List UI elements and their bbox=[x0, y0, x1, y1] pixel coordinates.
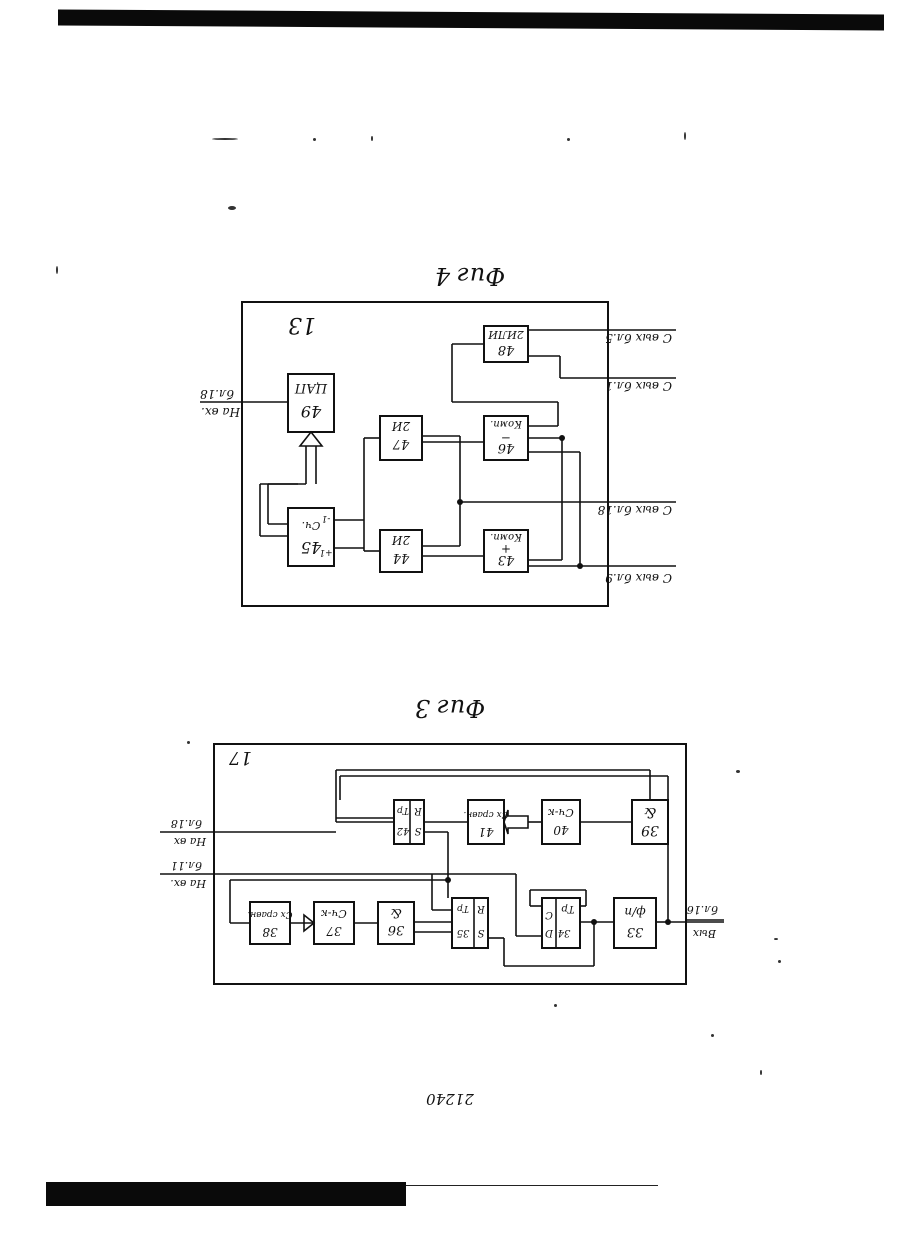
svg-text:48: 48 bbox=[498, 342, 516, 357]
svg-text:44: 44 bbox=[393, 550, 411, 565]
svg-text:−: − bbox=[501, 431, 511, 445]
block-44-and: 44 2И bbox=[380, 530, 422, 572]
svg-text:бл.16: бл.16 bbox=[687, 903, 718, 916]
svg-text:S: S bbox=[477, 927, 484, 938]
svg-text:38: 38 bbox=[262, 925, 278, 939]
block-45-counter: 45 Сч. +1 -1 bbox=[288, 508, 334, 566]
block-47-and: 47 2И bbox=[380, 416, 422, 460]
fig4-output-label: На вх. bbox=[201, 405, 241, 419]
svg-text:42: 42 bbox=[397, 825, 411, 836]
block-37: 37 Сч-к bbox=[314, 902, 354, 944]
svg-text:бл.18: бл.18 bbox=[171, 817, 202, 830]
svg-text:Сх сравн.: Сх сравн. bbox=[247, 909, 292, 919]
fig4-wires bbox=[200, 330, 676, 569]
svg-text:2И: 2И bbox=[391, 419, 411, 433]
fig4-input-b5-label: С вых бл.5 bbox=[605, 331, 672, 345]
svg-text:47: 47 bbox=[392, 436, 410, 451]
svg-text:40: 40 bbox=[553, 823, 570, 837]
fig4-input-b18-label: С вых бл.18 bbox=[597, 503, 672, 517]
block-39: 39 & bbox=[632, 800, 668, 844]
svg-text:D: D bbox=[545, 927, 554, 938]
fig4-frame-label: 13 bbox=[288, 312, 316, 337]
svg-text:Сч.: Сч. bbox=[302, 519, 321, 532]
block-41-comparator: 41 Сх сравн. bbox=[463, 800, 508, 844]
svg-text:2ИЛИ: 2ИЛИ bbox=[488, 328, 525, 341]
svg-text:Тр: Тр bbox=[561, 903, 575, 914]
figure-3: 17 39 & 40 Сч-к 41 Сх сравн. 42 S R Тр bbox=[160, 694, 724, 984]
block-46-comparator: 46 − Комп. bbox=[484, 416, 528, 460]
block-40: 40 Сч-к bbox=[542, 800, 580, 844]
svg-text:Комп.: Комп. bbox=[490, 531, 523, 542]
fig3-input-label: Вых bbox=[692, 927, 717, 940]
svg-text:бл.11: бл.11 bbox=[171, 859, 202, 872]
block-49-dac: 49 ЦАП bbox=[288, 374, 334, 432]
block-33-shaper: 33 ф/п bbox=[614, 898, 656, 948]
svg-text:33: 33 bbox=[627, 924, 644, 939]
block-38-comparator: 38 Сх сравн. bbox=[247, 902, 292, 944]
svg-text:С: С bbox=[545, 909, 553, 920]
block-35-trigger: 35 S R Тр bbox=[452, 898, 488, 948]
svg-text:Комп.: Комп. bbox=[490, 418, 523, 429]
svg-text:34: 34 bbox=[558, 927, 571, 938]
svg-text:Тр: Тр bbox=[457, 903, 469, 913]
page-number: 21240 bbox=[426, 1090, 475, 1108]
svg-text:R: R bbox=[477, 903, 486, 914]
svg-text:бл.18: бл.18 bbox=[200, 387, 234, 401]
fig3-caption: Фиг 3 bbox=[415, 694, 485, 722]
svg-text:+: + bbox=[501, 542, 511, 556]
svg-text:R: R bbox=[414, 805, 423, 816]
block-48-or: 48 2ИЛИ bbox=[484, 326, 528, 362]
figure-4: 13 49 ЦАП 48 2ИЛИ 47 2И 46 − Комп. 45 Сч… bbox=[200, 262, 676, 606]
svg-text:Сч-к: Сч-к bbox=[548, 806, 574, 819]
fig3-frame-label: 17 bbox=[229, 747, 252, 768]
svg-text:-1: -1 bbox=[322, 513, 331, 523]
block-43-comparator: 43 + Комп. bbox=[484, 530, 528, 572]
svg-text:ф/п: ф/п bbox=[624, 905, 645, 919]
fig4-input-b9-label: С вых бл.9 bbox=[605, 571, 672, 585]
svg-text:39: 39 bbox=[641, 822, 659, 838]
block-36: 36 & bbox=[378, 902, 414, 944]
svg-text:&: & bbox=[644, 804, 656, 820]
fig4-input-b1-label: С вых бл.1 bbox=[605, 379, 672, 393]
fig3-output2-label: На вх bbox=[173, 835, 207, 848]
svg-text:49: 49 bbox=[301, 402, 322, 421]
svg-text:+1: +1 bbox=[319, 547, 332, 557]
svg-text:ЦАП: ЦАП bbox=[294, 380, 327, 395]
svg-text:45: 45 bbox=[301, 538, 322, 557]
svg-text:Сч-к: Сч-к bbox=[321, 907, 347, 920]
svg-text:37: 37 bbox=[326, 924, 342, 938]
svg-text:S: S bbox=[414, 825, 421, 836]
block-34-trigger: 34 D С Тр bbox=[542, 898, 580, 948]
rotated-page-content: 21240 17 39 & 40 Сч-к 41 Сх сравн. 42 S … bbox=[160, 262, 724, 1108]
block-42-trigger: 42 S R Тр bbox=[394, 800, 424, 844]
svg-text:41: 41 bbox=[478, 825, 494, 839]
svg-text:36: 36 bbox=[388, 922, 405, 937]
svg-text:&: & bbox=[390, 905, 402, 920]
svg-text:35: 35 bbox=[457, 927, 470, 938]
fig3-output1-label: На вх. bbox=[170, 877, 207, 890]
fig4-caption: Фиг 4 bbox=[435, 262, 505, 290]
svg-text:2И: 2И bbox=[391, 533, 411, 547]
svg-text:Сх сравн.: Сх сравн. bbox=[463, 809, 508, 819]
svg-text:Тр: Тр bbox=[397, 805, 409, 815]
